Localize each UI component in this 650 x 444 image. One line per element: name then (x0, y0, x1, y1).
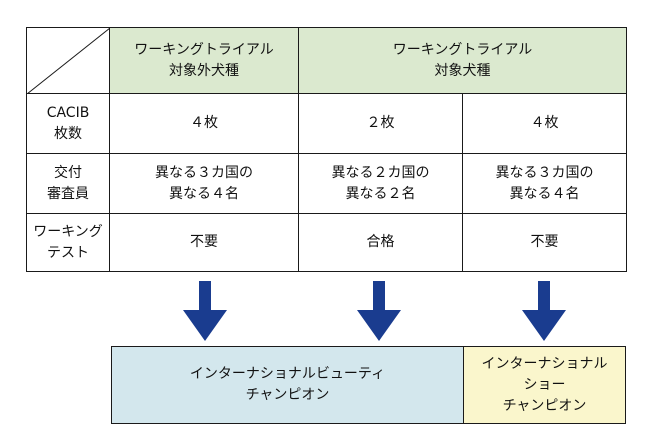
down-arrow-icon (183, 281, 227, 341)
cell-judges-non-target: 異なる３カ国の 異なる４名 (109, 153, 299, 214)
row-label-cacib: CACIB 枚数 (26, 93, 110, 154)
requirements-table: ワーキングトライアル 対象外犬種 ワーキングトライアル 対象犬種 CACIB 枚… (26, 27, 628, 272)
row-label-working-test: ワーキング テスト (26, 213, 110, 272)
cell-test-non-target: 不要 (109, 213, 299, 272)
beauty-champion-box: インターナショナルビューティ チャンピオン (111, 346, 464, 424)
cell-cacib-target-a: ２枚 (298, 93, 463, 154)
cell-test-target-a: 合格 (298, 213, 463, 272)
corner-cell (26, 27, 110, 94)
row-judges: 交付 審査員 異なる３カ国の 異なる４名 異なる２カ国の 異なる２名 異なる３カ… (26, 153, 628, 214)
cell-test-target-b: 不要 (461, 213, 628, 272)
cell-cacib-target-b: ４枚 (461, 93, 628, 154)
diagonal-line (27, 28, 110, 94)
row-label-judges: 交付 審査員 (26, 153, 110, 214)
cell-judges-target-b: 異なる３カ国の 異なる４名 (461, 153, 628, 214)
show-champion-box: インターナショナル ショー チャンピオン (464, 346, 626, 424)
row-cacib: CACIB 枚数 ４枚 ２枚 ４枚 (26, 93, 628, 154)
header-target: ワーキングトライアル 対象犬種 (297, 27, 628, 94)
cell-judges-target-a: 異なる２カ国の 異なる２名 (298, 153, 463, 214)
down-arrow-icon (522, 281, 566, 341)
down-arrow-icon (357, 281, 401, 341)
cell-cacib-non-target: ４枚 (109, 93, 299, 154)
header-non-target: ワーキングトライアル 対象外犬種 (109, 27, 299, 94)
row-working-test: ワーキング テスト 不要 合格 不要 (26, 213, 628, 272)
header-row: ワーキングトライアル 対象外犬種 ワーキングトライアル 対象犬種 (26, 27, 628, 94)
